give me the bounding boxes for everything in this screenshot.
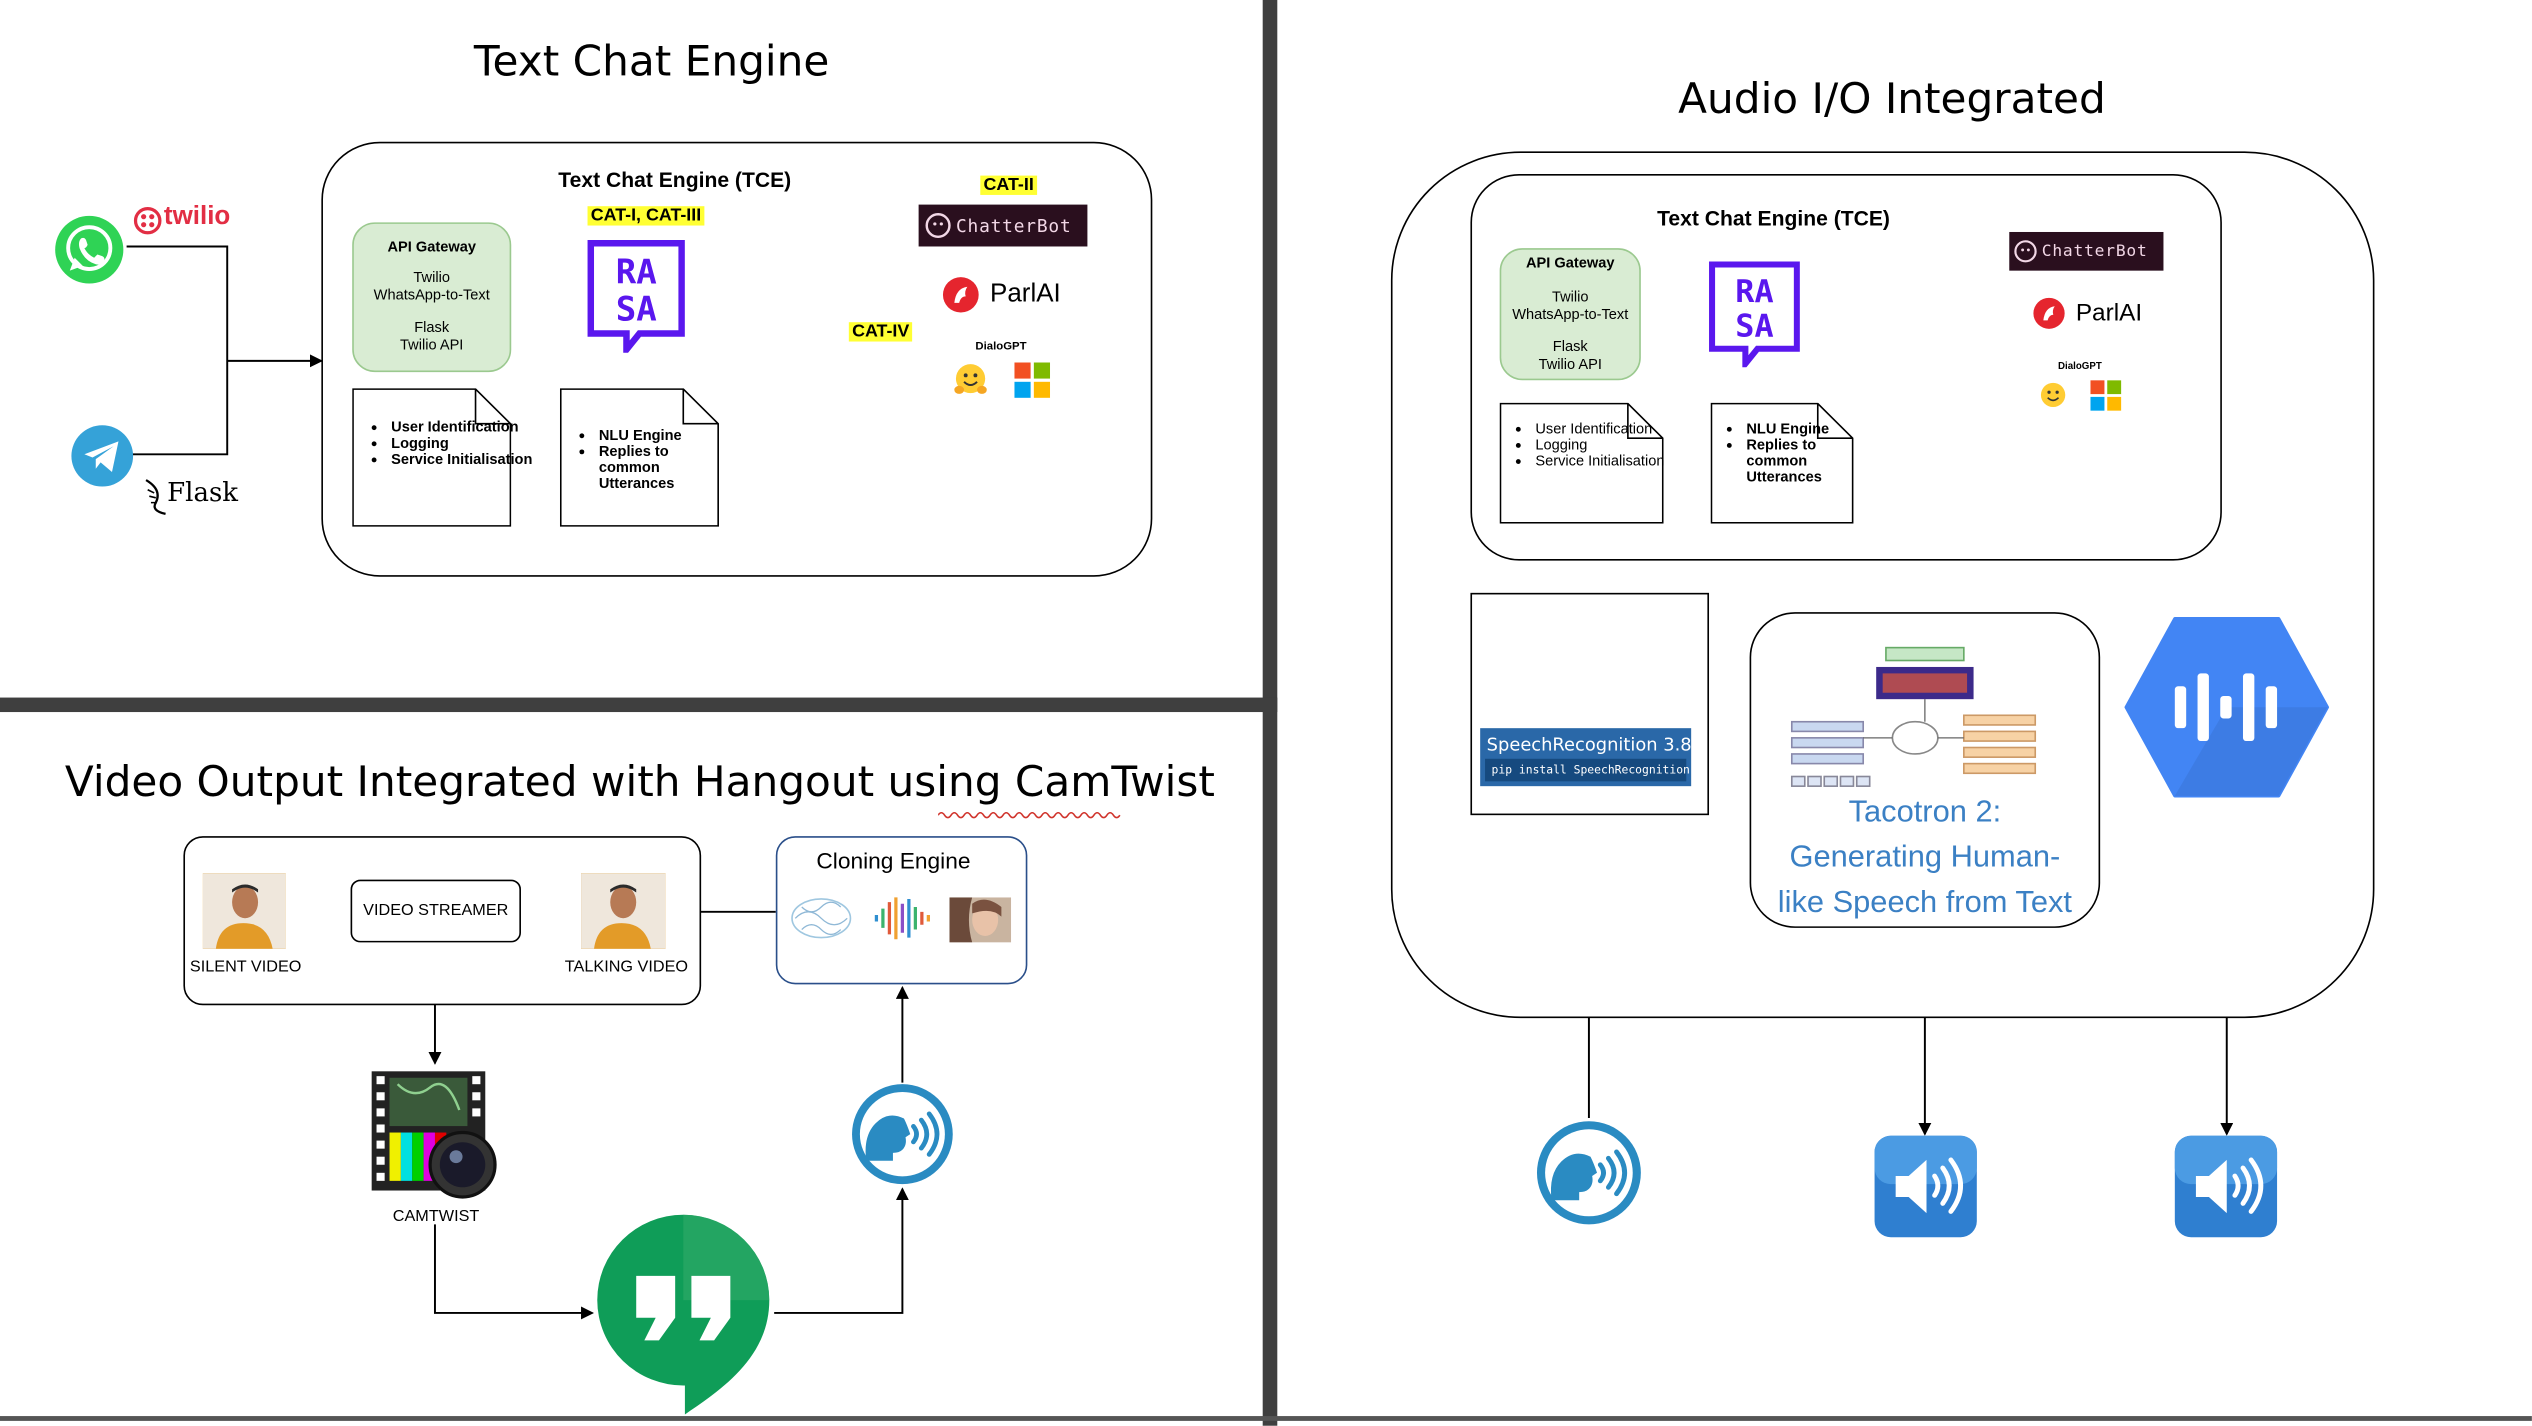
audio-huggingface-icon — [2040, 382, 2066, 408]
chatterbot-text: ChatterBot — [955, 215, 1072, 237]
gateway-line-twilio-api: Twilio API — [400, 336, 464, 353]
audio-tce-title: Text Chat Engine (TCE) — [1657, 206, 1890, 231]
audio-note-nlu-engine: NLU Engine Replies to common Utterances — [1710, 402, 1854, 524]
face-portrait-icon — [949, 897, 1012, 943]
audio-parlai-text: ParlAI — [2075, 299, 2143, 328]
chatterbot-face-icon — [925, 213, 951, 239]
chatterbot-logo: ChatterBot — [918, 204, 1088, 247]
speech-recognition-title: SpeechRecognition 3.8.1 — [1486, 734, 1709, 756]
video-streamer-label: VIDEO STREAMER — [363, 902, 509, 920]
person-icon — [581, 873, 666, 949]
spellcheck-underline — [938, 811, 1121, 819]
camtwist-label: CAMTWIST — [392, 1208, 480, 1226]
talking-video-thumbnail — [581, 873, 666, 949]
telegram-icon — [71, 425, 134, 487]
tce-title: Text Chat Engine (TCE) — [558, 167, 792, 192]
cloud-speech-icon — [2124, 617, 2330, 798]
note-item: User Identification — [391, 419, 534, 435]
talking-video-label: TALKING VIDEO — [564, 958, 689, 977]
note-item: Replies to common Utterances — [1746, 437, 1876, 485]
audio-waveform-icon — [874, 897, 930, 940]
api-gateway-box: API Gateway Twilio WhatsApp-to-Text Flas… — [352, 222, 512, 373]
audio-rasa-logo-icon: RA SA — [1709, 261, 1800, 368]
speaker-output-icon-2 — [2174, 1135, 2278, 1238]
dialogpt-label: DialoGPT — [975, 341, 1027, 353]
gateway-line-twilio: Twilio — [413, 269, 450, 286]
note-item: User Identification — [1535, 420, 1681, 436]
camtwist-icon — [371, 1071, 497, 1199]
twilio-icon — [133, 207, 162, 235]
speaking-head-icon — [1536, 1121, 1641, 1225]
audio-parlai-logo: ParlAI — [2032, 296, 2142, 330]
audio-api-gateway-box: API Gateway Twilio WhatsApp-to-Text Flas… — [1499, 248, 1641, 381]
gateway-line-whatsapp: WhatsApp-to-Text — [373, 286, 490, 303]
vertical-divider — [1262, 0, 1278, 1426]
video-streamer-box: VIDEO STREAMER — [350, 879, 521, 943]
speech-recognition-command: pip install SpeechRecognition — [1485, 758, 1690, 782]
tacotron-caption: Tacotron 2: Generating Human- like Speec… — [1756, 791, 2094, 926]
tacotron-architecture-diagram — [1790, 646, 2037, 787]
twilio-wordmark: twilio — [163, 202, 231, 231]
note-item: Service Initialisation — [391, 451, 534, 467]
note-item: Replies to common Utterances — [599, 443, 729, 491]
audio-gateway-line-flask: Flask — [1552, 338, 1588, 355]
audio-note-user-identification: User Identification Logging Service Init… — [1499, 402, 1664, 524]
voice-input-icon — [852, 1084, 953, 1185]
person-icon — [202, 873, 286, 949]
rasa-text-bottom: SA — [616, 290, 657, 330]
rasa-text-top: RA — [616, 253, 657, 293]
note-item: NLU Engine — [599, 427, 729, 443]
note-item: Logging — [391, 435, 534, 451]
horizontal-divider — [0, 697, 1278, 713]
audio-gateway-line-whatsapp: WhatsApp-to-Text — [1512, 306, 1629, 323]
cat-i-iii-label: CAT-I, CAT-III — [587, 206, 705, 226]
parlai-logo: ParlAI — [941, 275, 1061, 314]
speaker-output-icon — [1874, 1135, 1977, 1238]
audio-rasa-text-top: RA — [1735, 274, 1773, 310]
api-gateway-header: API Gateway — [387, 238, 476, 255]
audio-chatterbot-logo: ChatterBot — [2009, 231, 2164, 271]
tacotron-line-2: Generating Human- — [1789, 840, 2061, 875]
note-item: Service Initialisation — [1535, 453, 1681, 469]
audio-gateway-line-twilio: Twilio — [1551, 288, 1589, 305]
cat-ii-label: CAT-II — [980, 175, 1038, 195]
parlai-text: ParlAI — [990, 280, 1061, 308]
audio-chatterbot-text: ChatterBot — [2041, 242, 2148, 261]
text-chat-title: Text Chat Engine — [473, 38, 830, 87]
silent-video-thumbnail — [202, 873, 286, 949]
audio-gateway-header: API Gateway — [1526, 254, 1615, 271]
gateway-line-flask: Flask — [414, 318, 450, 336]
note-item: Logging — [1535, 437, 1681, 453]
tacotron-line-3: like Speech from Text — [1777, 886, 2072, 920]
video-title: Video Output Integrated with Hangout usi… — [64, 758, 1215, 808]
hangouts-icon — [597, 1214, 770, 1415]
speech-recognition-badge: SpeechRecognition 3.8.1 pip install Spee… — [1480, 728, 1709, 787]
whatsapp-icon — [55, 215, 124, 284]
huggingface-icon — [954, 364, 987, 394]
audio-gateway-line-twilio-api: Twilio API — [1538, 356, 1602, 373]
audio-parlai-bird-icon — [2033, 297, 2065, 329]
flask-logo-icon — [145, 479, 166, 516]
note-user-identification: User Identification Logging Service Init… — [352, 388, 532, 527]
tacotron-line-1: Tacotron 2: — [1848, 795, 2002, 830]
note-nlu-engine: NLU Engine Replies to common Utterances — [559, 388, 719, 527]
audio-io-title: Audio I/O Integrated — [1678, 75, 2106, 125]
audio-microsoft-icon — [2090, 380, 2122, 411]
flask-wordmark: Flask — [167, 476, 239, 508]
note-item: NLU Engine — [1746, 420, 1876, 436]
rasa-logo-icon: RA SA — [587, 240, 685, 353]
brain-network-icon — [791, 898, 852, 939]
audio-rasa-text-bottom: SA — [1735, 309, 1773, 345]
audio-dialogpt-label: DialoGPT — [2057, 362, 2102, 373]
cloning-engine-label: Cloning Engine — [816, 847, 971, 874]
silent-video-label: SILENT VIDEO — [189, 958, 302, 977]
bottom-border — [0, 1416, 2532, 1421]
cat-iv-label: CAT-IV — [848, 322, 913, 342]
microsoft-icon — [1014, 362, 1051, 398]
parlai-bird-icon — [942, 277, 979, 313]
tacotron-container — [1749, 612, 2101, 928]
audio-chatterbot-face-icon — [2014, 240, 2037, 263]
